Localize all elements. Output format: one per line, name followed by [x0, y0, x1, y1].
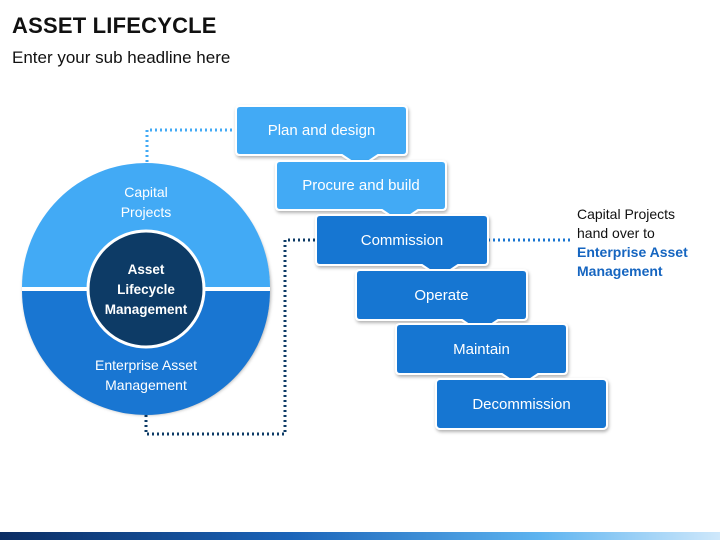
note-emphasis-line1: Enterprise Asset	[577, 244, 688, 260]
note-line2: hand over to	[577, 225, 655, 241]
capital-projects-line1: Capital	[124, 184, 168, 200]
note-emphasis-line2: Management	[577, 263, 663, 279]
connector-top-dotted	[145, 128, 236, 172]
enterprise-asset-line1: Enterprise Asset	[95, 357, 197, 373]
step-maintain: Maintain	[453, 340, 510, 358]
step-shape-6	[435, 378, 608, 430]
step-operate: Operate	[414, 286, 469, 304]
circle-bottom-half	[22, 291, 270, 415]
center-line1: Asset	[127, 262, 165, 277]
circle-top-half	[22, 163, 270, 287]
step-procure-and-build: Procure and build	[302, 177, 420, 194]
footer-gradient-bar	[0, 532, 720, 540]
enterprise-asset-line2: Management	[105, 377, 187, 393]
center-line2: Lifecycle	[117, 282, 175, 297]
asset-lifecycle-management-label: Asset Lifecycle Management	[91, 260, 201, 320]
handover-note: Capital Projects hand over to Enterprise…	[577, 205, 717, 281]
capital-projects-line2: Projects	[120, 204, 172, 220]
step-decommission: Decommission	[472, 395, 571, 413]
page-subtitle: Enter your sub headline here	[12, 48, 231, 67]
capital-projects-label: Capital Projects	[86, 182, 206, 222]
step-plan-and-design: Plan and design	[267, 122, 376, 139]
lifecycle-circle	[22, 163, 270, 415]
step-shapes	[235, 105, 608, 430]
page-title: ASSET LIFECYCLE	[12, 13, 217, 38]
center-line3: Management	[104, 302, 188, 317]
circle-center-hub	[86, 229, 206, 349]
note-line1: Capital Projects	[577, 206, 676, 222]
step-commission: Commission	[360, 231, 444, 249]
enterprise-asset-management-label: Enterprise Asset Management	[66, 355, 226, 395]
